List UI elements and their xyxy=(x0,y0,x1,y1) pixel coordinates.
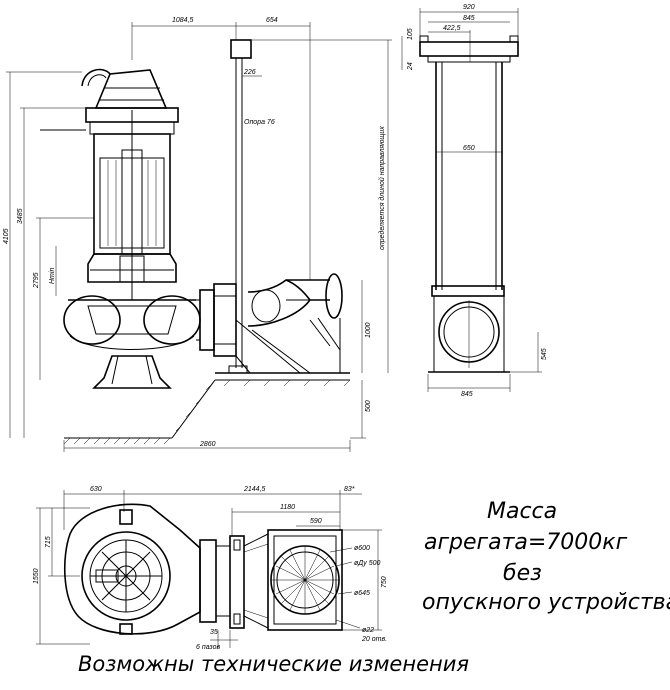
dim-630: 630 xyxy=(90,486,102,493)
dim-2144-5: 2144,5 xyxy=(243,486,266,493)
side-dimensions xyxy=(6,22,392,452)
pump-motor xyxy=(40,68,179,300)
dim-d600: ø600 xyxy=(354,545,370,552)
dim-1000: 1000 xyxy=(365,322,372,338)
mass-value: агрегата=7000кг xyxy=(424,530,628,555)
dim-1550: 1550 xyxy=(33,568,40,584)
dim-422-5: 422,5 xyxy=(443,25,461,32)
dim-4105: 4105 xyxy=(3,228,10,244)
dim-654: 654 xyxy=(266,17,278,24)
mass-label: Масса xyxy=(487,499,558,524)
dim-226: 226 xyxy=(243,69,256,76)
dim-715: 715 xyxy=(45,536,52,548)
suction-bell xyxy=(92,355,172,389)
technical-changes-note: Возможны технические изменения xyxy=(78,652,470,676)
dim-du500: øДу 500 xyxy=(354,560,381,567)
dim-1084: 1084,5 xyxy=(172,17,194,24)
support-label: Опора 76 xyxy=(244,119,275,126)
dim-20-holes: 20 отв. xyxy=(361,636,387,643)
coupling-foot xyxy=(213,283,311,374)
dim-hmin: Hmin xyxy=(49,268,56,284)
plan-view: 630 2144,5 83* 1180 590 715 1550 ø600 øД… xyxy=(33,486,388,651)
dim-d22: ø22 xyxy=(362,627,374,634)
volute xyxy=(63,289,215,351)
dim-590: 590 xyxy=(310,518,322,525)
dim-845-bottom: 845 xyxy=(461,391,473,398)
dim-920: 920 xyxy=(463,4,475,11)
dim-d645: ø645 xyxy=(354,590,370,597)
dim-35: 35 xyxy=(210,629,218,636)
dim-24: 24 xyxy=(407,62,414,71)
dim-2860: 2860 xyxy=(199,441,216,448)
foundation xyxy=(63,372,351,445)
side-view: 1084,5 654 226 Опора 76 определяется дли… xyxy=(3,17,392,452)
dim-500: 500 xyxy=(365,400,372,412)
dim-2795: 2795 xyxy=(33,272,40,289)
dim-105: 105 xyxy=(407,28,414,40)
mass-without: без xyxy=(503,561,542,586)
end-view: 920 845 422,5 105 24 650 545 845 xyxy=(401,4,548,398)
mass-device: опускного устройства xyxy=(422,590,670,615)
guide-note: определяется длиной направляющих xyxy=(378,126,386,250)
dim-83: 83* xyxy=(344,486,355,493)
dim-6-slots: 6 пазов xyxy=(196,644,220,651)
dim-750: 750 xyxy=(381,576,388,588)
dim-1180: 1180 xyxy=(280,504,295,511)
dim-545: 545 xyxy=(541,348,548,360)
discharge-elbow xyxy=(247,273,343,373)
dim-845-top: 845 xyxy=(463,15,475,22)
dim-3485: 3485 xyxy=(17,208,24,224)
dim-650: 650 xyxy=(463,145,475,152)
